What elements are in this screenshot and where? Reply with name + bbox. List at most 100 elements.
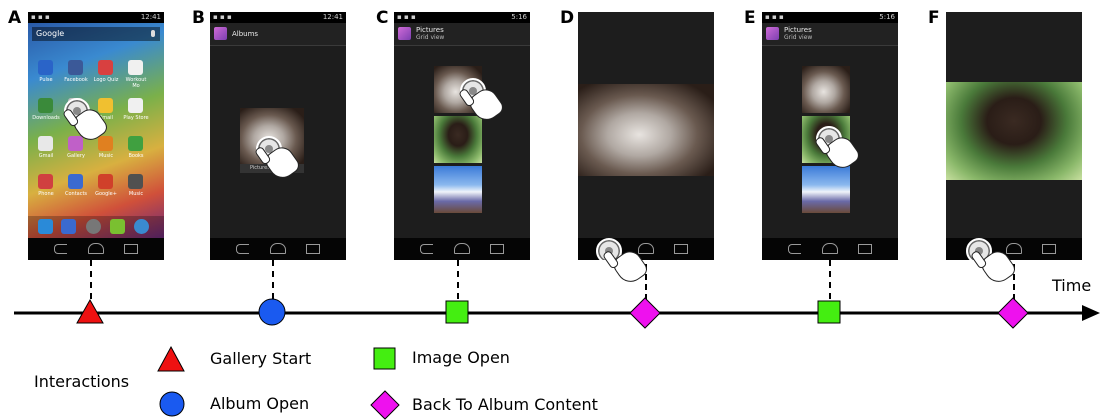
legend-label-gallery-start: Gallery Start	[210, 349, 312, 368]
app-icon[interactable]	[128, 60, 143, 75]
action-bar-title[interactable]: Pictures	[784, 26, 812, 34]
status-bar: ▪ ▪ ▪ 5:16	[762, 12, 898, 23]
google-search-bar[interactable]: Google	[32, 27, 160, 41]
album-caption: Pictures	[250, 165, 270, 171]
phone-screen-a: ▪ ▪ ▪ 12:41 Google Pulse Facebook Logo Qui…	[28, 12, 164, 260]
browser-icon[interactable]	[134, 219, 149, 234]
action-bar-subtitle[interactable]: Grid view	[416, 34, 445, 41]
app-label: Gmail	[38, 153, 54, 159]
connector-a	[90, 260, 92, 310]
app-icon[interactable]	[68, 136, 83, 151]
app-icon[interactable]	[98, 174, 113, 189]
marker-image-open-c	[445, 300, 469, 324]
status-time: 12:41	[140, 13, 161, 21]
notification-icons: ▪ ▪ ▪	[31, 13, 50, 21]
marker-album-open	[258, 298, 286, 326]
action-bar-title[interactable]: Pictures	[416, 26, 444, 34]
app-icon[interactable]	[128, 98, 143, 113]
app-label: Music	[98, 153, 114, 159]
panel-letter-e: E	[744, 8, 756, 28]
app-label: Facebook	[64, 77, 88, 83]
home-icon[interactable]	[638, 243, 654, 254]
back-icon[interactable]	[54, 244, 67, 254]
grid-thumbnail-cat[interactable]	[802, 66, 850, 113]
action-bar: Pictures Grid view	[394, 23, 530, 46]
app-label: Logo Quiz	[93, 77, 119, 83]
google-search-label: Google	[36, 29, 65, 38]
recent-apps-icon[interactable]	[306, 244, 320, 254]
home-icon[interactable]	[1006, 243, 1022, 254]
legend-triangle-icon	[157, 345, 185, 372]
grid-thumbnail-mountain[interactable]	[802, 166, 850, 213]
action-bar-title[interactable]: Albums	[232, 30, 259, 38]
status-time: 5:16	[879, 13, 895, 21]
connector-d	[645, 264, 647, 300]
grid-thumbnail-chimp[interactable]	[434, 116, 482, 163]
app-label: Play Store	[123, 115, 149, 121]
app-icon[interactable]	[38, 60, 53, 75]
home-icon[interactable]	[822, 243, 838, 254]
recent-apps-icon[interactable]	[490, 244, 504, 254]
app-icon[interactable]	[38, 98, 53, 113]
legend-circle-icon	[159, 391, 185, 417]
nav-bar	[210, 238, 346, 260]
time-axis-label: Time	[1052, 276, 1092, 295]
home-icon[interactable]	[88, 243, 104, 254]
gallery-app-icon[interactable]	[398, 27, 411, 40]
app-label: Google+	[95, 191, 117, 197]
legend-square-icon	[373, 347, 396, 370]
marker-back-f	[997, 297, 1029, 329]
app-icon[interactable]	[98, 98, 113, 113]
app-label: Workout Mo	[125, 77, 147, 89]
legend-label-image-open: Image Open	[412, 348, 510, 367]
home-icon[interactable]	[454, 243, 470, 254]
app-icon[interactable]	[38, 136, 53, 151]
phone-icon[interactable]	[38, 219, 53, 234]
action-bar: Pictures Grid view	[762, 23, 898, 46]
phone-screen-e: ▪ ▪ ▪ 5:16 Pictures Grid view	[762, 12, 898, 260]
notification-icons: ▪ ▪ ▪	[213, 13, 232, 21]
marker-back-d	[629, 297, 661, 329]
recent-apps-icon[interactable]	[858, 244, 872, 254]
app-label: Contacts	[64, 191, 88, 197]
gallery-app-icon[interactable]	[214, 27, 227, 40]
app-icon[interactable]	[68, 60, 83, 75]
app-drawer-icon[interactable]	[86, 219, 101, 234]
app-label: Music	[128, 191, 144, 197]
recent-apps-icon[interactable]	[124, 244, 138, 254]
back-icon[interactable]	[420, 244, 433, 254]
mic-icon[interactable]	[151, 30, 155, 37]
home-icon[interactable]	[270, 243, 286, 254]
panel-letter-f: F	[928, 8, 940, 28]
app-label: Books	[128, 153, 144, 159]
app-icon[interactable]	[38, 174, 53, 189]
action-bar-subtitle[interactable]: Grid view	[784, 34, 813, 41]
app-label: Pulse	[39, 77, 53, 83]
back-icon[interactable]	[788, 244, 801, 254]
phone-screen-f	[946, 12, 1082, 260]
grid-thumbnail-mountain[interactable]	[434, 166, 482, 213]
panel-letter-d: D	[560, 8, 575, 28]
contacts-icon[interactable]	[61, 219, 76, 234]
recent-apps-icon[interactable]	[674, 244, 688, 254]
status-time: 5:16	[511, 13, 527, 21]
connector-c	[457, 260, 459, 310]
app-icon[interactable]	[98, 60, 113, 75]
full-image-cat[interactable]	[578, 84, 714, 176]
connector-b	[272, 260, 274, 310]
app-icon[interactable]	[128, 136, 143, 151]
status-bar: ▪ ▪ ▪ 12:41	[28, 12, 164, 23]
full-image-chimp[interactable]	[946, 82, 1082, 180]
status-bar: ▪ ▪ ▪ 12:41	[210, 12, 346, 23]
recent-apps-icon[interactable]	[1042, 244, 1056, 254]
action-bar: Albums	[210, 23, 346, 46]
app-icon[interactable]	[128, 174, 143, 189]
legend-diamond-icon	[370, 390, 400, 420]
app-icon[interactable]	[98, 136, 113, 151]
messaging-icon[interactable]	[110, 219, 125, 234]
legend-label-album-open: Album Open	[210, 394, 310, 413]
back-icon[interactable]	[236, 244, 249, 254]
nav-bar	[394, 238, 530, 260]
app-icon[interactable]	[68, 174, 83, 189]
gallery-app-icon[interactable]	[766, 27, 779, 40]
